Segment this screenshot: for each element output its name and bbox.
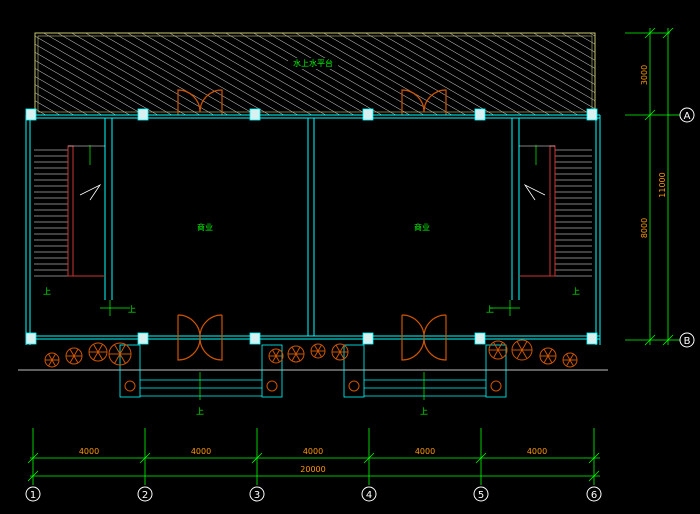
dim-h-total: 20000 <box>300 465 325 474</box>
dim-h-1: 4000 <box>79 447 99 456</box>
dim-v-3000: 3000 <box>640 65 649 85</box>
stair-left: 上 <box>34 145 105 296</box>
shrub <box>331 343 349 361</box>
shrub <box>539 347 557 365</box>
lamp-posts <box>124 380 502 392</box>
axis-row-a: A <box>684 111 691 122</box>
dim-v-8000: 8000 <box>640 218 649 238</box>
entry-up-left: 上 <box>128 305 136 314</box>
walls <box>25 114 601 345</box>
step-arrows <box>199 372 425 400</box>
stair-right-up-label: 上 <box>572 287 580 296</box>
stair-left-up-label: 上 <box>43 287 51 296</box>
shrub <box>108 342 132 366</box>
horizontal-dimensions <box>27 428 600 485</box>
dim-h-5: 4000 <box>527 447 547 456</box>
axis-col-6: 6 <box>591 490 597 501</box>
shrub <box>488 340 508 360</box>
step-up-right: 上 <box>420 407 428 416</box>
entry-arrows <box>100 300 520 316</box>
shrub <box>511 339 533 361</box>
entrance-doors <box>177 314 447 361</box>
axis-col-1: 1 <box>30 490 36 501</box>
shrub <box>268 348 284 364</box>
axis-col-5: 5 <box>478 490 484 501</box>
axis-row-b: B <box>684 336 691 347</box>
stair-right: 上 <box>519 145 592 296</box>
shrub <box>310 343 326 359</box>
shrubs <box>44 339 578 368</box>
dim-h-3: 4000 <box>303 447 323 456</box>
platform-doors <box>177 89 447 115</box>
shrub <box>65 347 83 365</box>
step-up-left: 上 <box>196 407 204 416</box>
front-steps <box>18 344 608 398</box>
dim-h-2: 4000 <box>191 447 211 456</box>
shrub <box>44 352 60 368</box>
axis-col-2: 2 <box>142 490 148 501</box>
dim-h-4: 4000 <box>415 447 435 456</box>
dim-v-11000: 11000 <box>658 172 667 197</box>
shrub <box>88 342 108 362</box>
vertical-dimensions <box>625 27 680 346</box>
platform-label: 水上水平台 <box>293 58 333 68</box>
entry-up-right: 上 <box>486 305 494 314</box>
axis-bubbles-rows <box>679 107 695 348</box>
shrub <box>287 345 305 363</box>
room-left-label: 商业 <box>197 222 213 232</box>
platform: 水上水平台 <box>34 32 596 116</box>
axis-col-4: 4 <box>366 490 372 501</box>
room-right-label: 商业 <box>414 222 430 232</box>
shrub <box>562 352 578 368</box>
axis-bubbles-cols <box>25 486 602 502</box>
columns <box>25 108 598 345</box>
axis-col-3: 3 <box>254 490 260 501</box>
